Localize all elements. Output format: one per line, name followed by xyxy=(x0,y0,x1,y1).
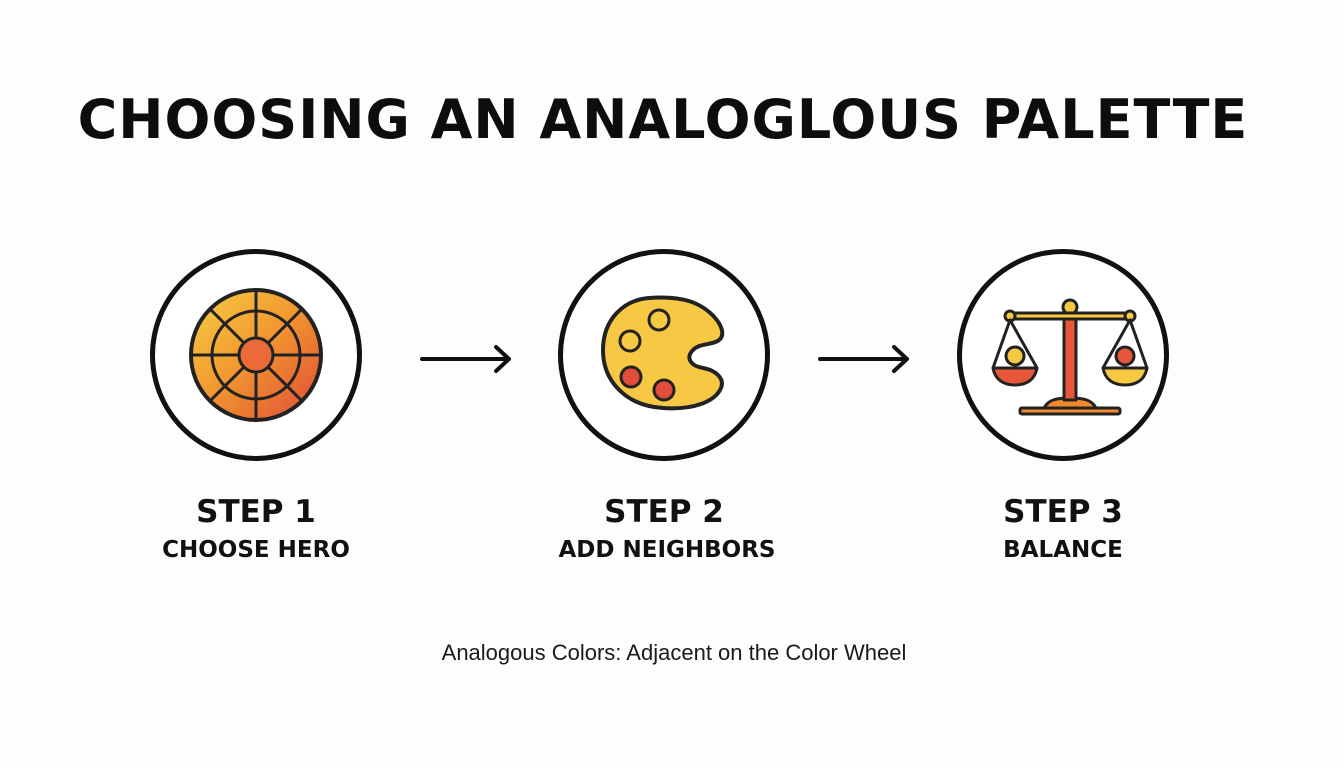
step-2-icon-circle xyxy=(558,249,770,461)
step-1-label: CHOOSE HERO xyxy=(162,537,350,563)
color-wheel-icon xyxy=(189,288,323,422)
balance-scale-icon xyxy=(991,298,1149,416)
step-1-number: STEP 1 xyxy=(196,494,316,530)
paint-palette-icon xyxy=(601,295,725,411)
step-3-icon-circle xyxy=(957,249,1169,461)
page-title: CHOOSING AN ANALOGLOUS PALETTE xyxy=(77,88,1249,151)
step-1-icon-circle xyxy=(150,249,362,461)
arrow-right-icon xyxy=(420,345,511,373)
arrow-right-icon xyxy=(818,345,909,373)
step-3-label: BALANCE xyxy=(1003,537,1123,563)
caption: Analogous Colors: Adjacent on the Color … xyxy=(441,640,907,665)
step-3-number: STEP 3 xyxy=(1003,494,1123,530)
step-2-number: STEP 2 xyxy=(604,494,724,530)
step-2-label: ADD NEIGHBORS xyxy=(558,537,776,563)
